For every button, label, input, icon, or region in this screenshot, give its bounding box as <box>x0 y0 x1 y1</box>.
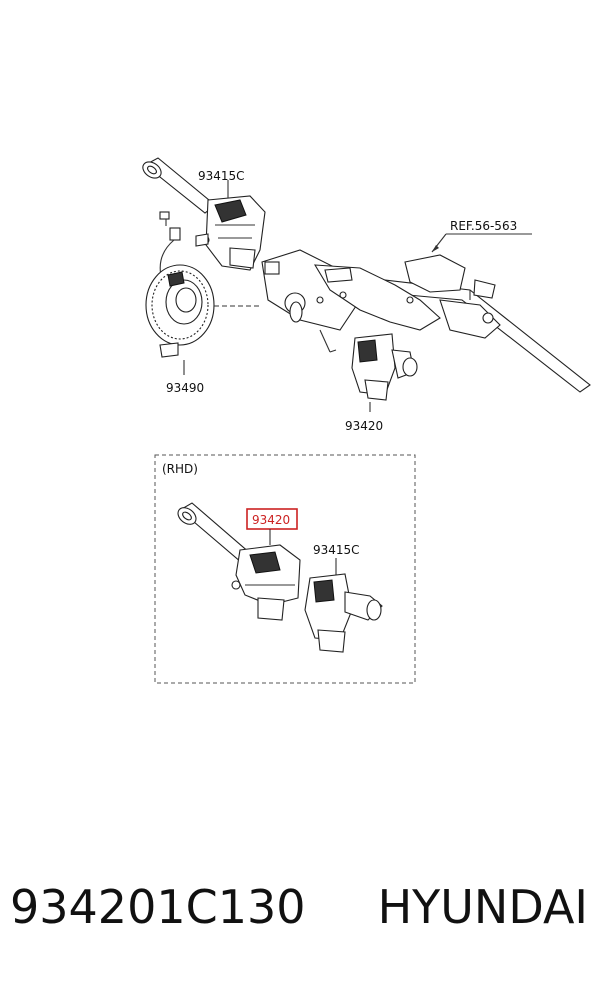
rhd-section: (RHD) 93420 93415C <box>154 454 416 684</box>
rhd-switch-label: 93415C <box>313 543 360 557</box>
rhd-title: (RHD) <box>162 462 198 476</box>
top-lever-switch <box>142 157 280 275</box>
rhd-highlight-label: 93420 <box>252 513 290 527</box>
lower-switch-label: 93420 <box>345 419 383 433</box>
clock-spring <box>145 264 262 375</box>
highlight-box <box>246 508 298 530</box>
brand-name: HYUNDAI <box>377 880 588 934</box>
part-number: 934201C130 <box>10 880 306 934</box>
parts-diagram: REF.56-563 93415C 93490 <box>142 157 591 684</box>
wiper-switch <box>351 333 418 412</box>
steering-column <box>261 249 591 393</box>
reference-callout: REF.56-563 <box>431 219 532 253</box>
top-switch-label: 93415C <box>198 169 245 183</box>
reference-label: REF.56-563 <box>450 219 517 233</box>
clock-spring-label: 93490 <box>166 381 204 395</box>
